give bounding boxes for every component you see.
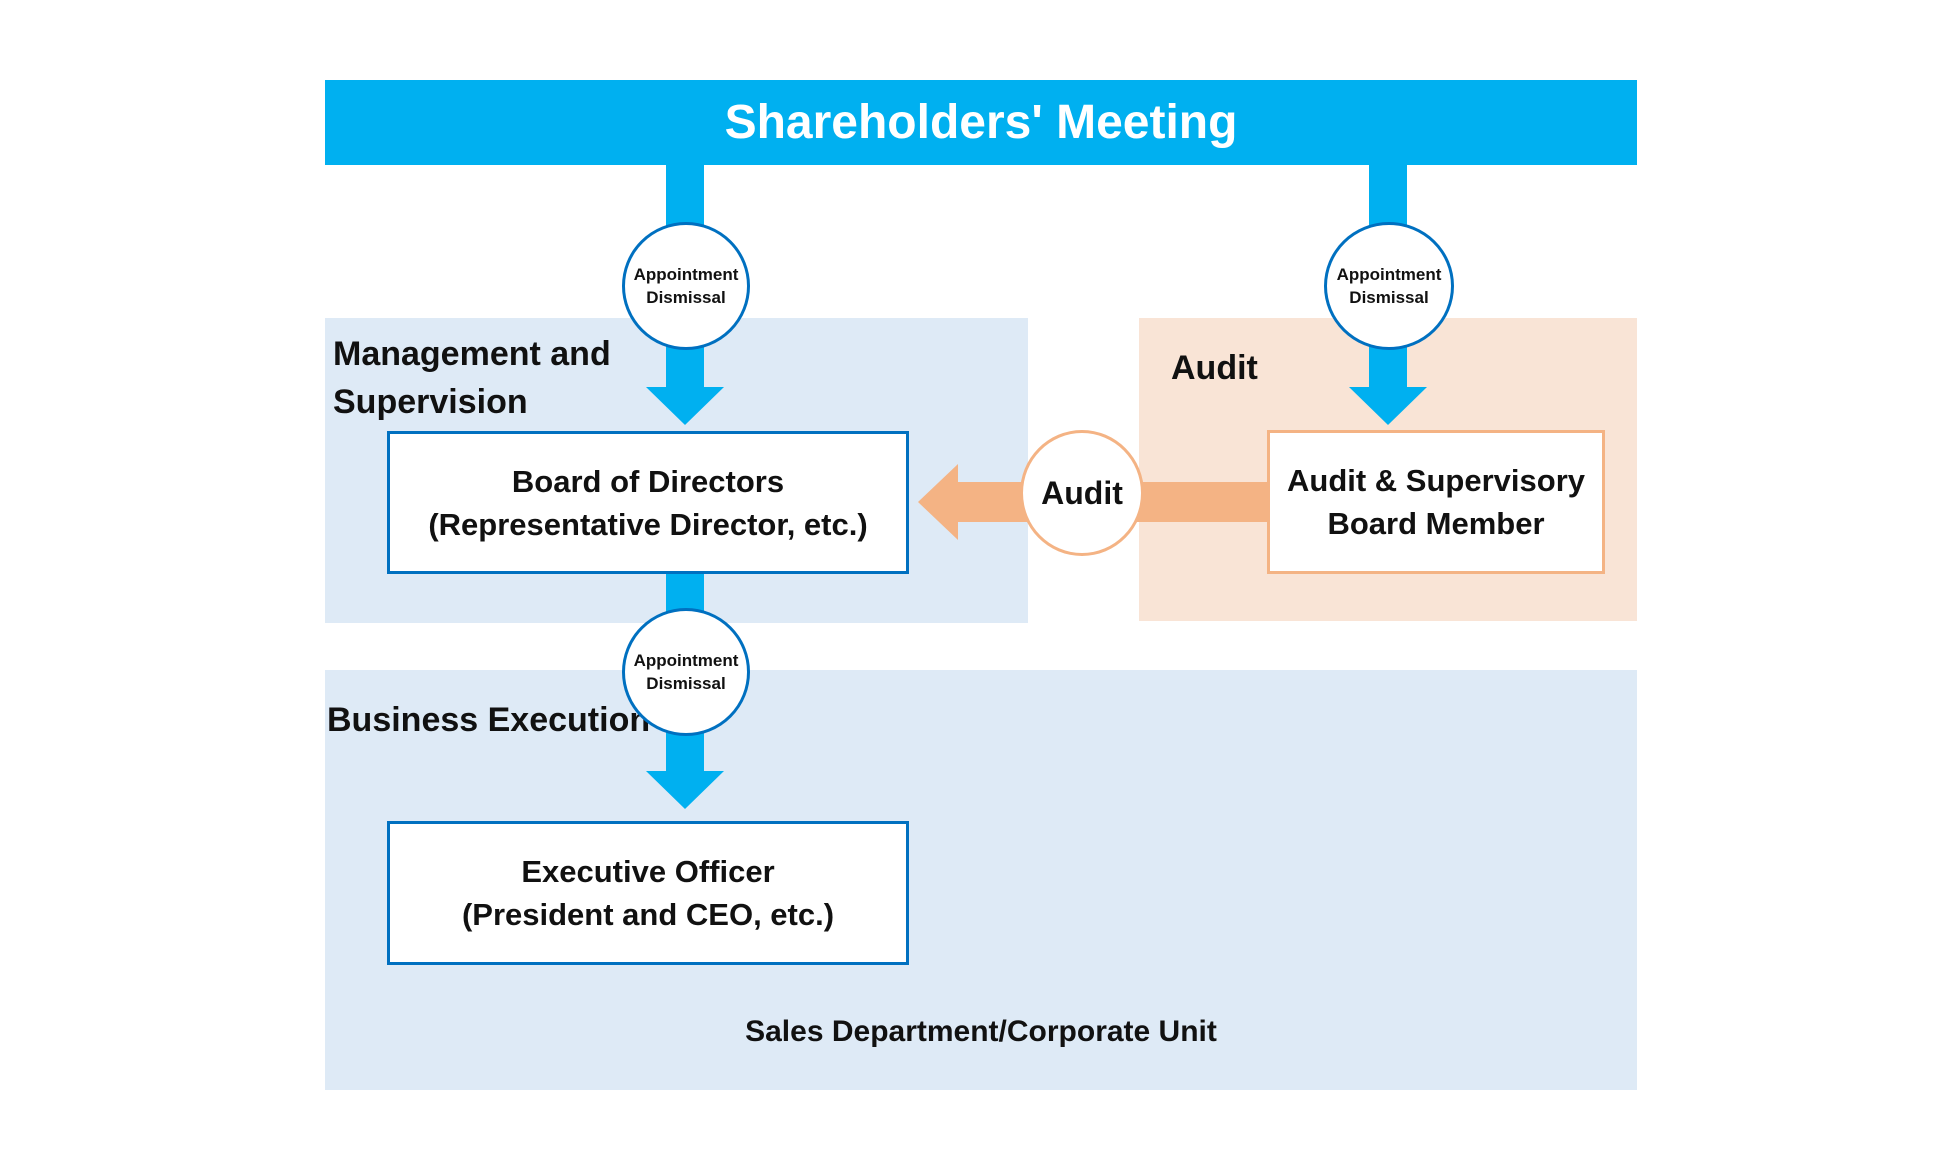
arrow-down-icon (1349, 387, 1427, 425)
arrow-left-icon (918, 464, 958, 540)
sales-department-corporate-unit-label: Sales Department/Corporate Unit (745, 1015, 1217, 1048)
executive-subtitle: (President and CEO, etc.) (461, 897, 835, 932)
executive-officer-box: Executive Officer (President and CEO, et… (387, 821, 909, 965)
appointment-dismissal-circle-auditor: Appointment Dismissal (1324, 222, 1454, 350)
appointment-dismissal-circle-board: Appointment Dismissal (622, 222, 750, 350)
audit-zone-label: Audit (1171, 349, 1258, 387)
audit-circle: Audit (1020, 430, 1144, 556)
board-title: Board of Directors (511, 463, 785, 499)
shareholders-meeting-bar: Shareholders' Meeting (325, 80, 1637, 165)
audit-supervisory-board-member-box: Audit & Supervisory Board Member (1267, 430, 1605, 574)
auditor-subtitle: Board Member (1327, 506, 1545, 541)
arrow-down-icon (646, 771, 724, 809)
auditor-title: Audit & Supervisory (1287, 463, 1585, 498)
executive-title: Executive Officer (521, 854, 775, 889)
business-execution-label: Business Execution (327, 701, 651, 739)
board-of-directors-box: Board of Directors (Representative Direc… (387, 431, 909, 574)
management-supervision-label: Management and Supervision (333, 335, 611, 421)
board-subtitle: (Representative Director, etc.) (428, 506, 868, 542)
shareholders-meeting-title: Shareholders' Meeting (724, 96, 1238, 149)
appointment-dismissal-circle-executive: Appointment Dismissal (622, 608, 750, 736)
arrow-down-icon (646, 387, 724, 425)
